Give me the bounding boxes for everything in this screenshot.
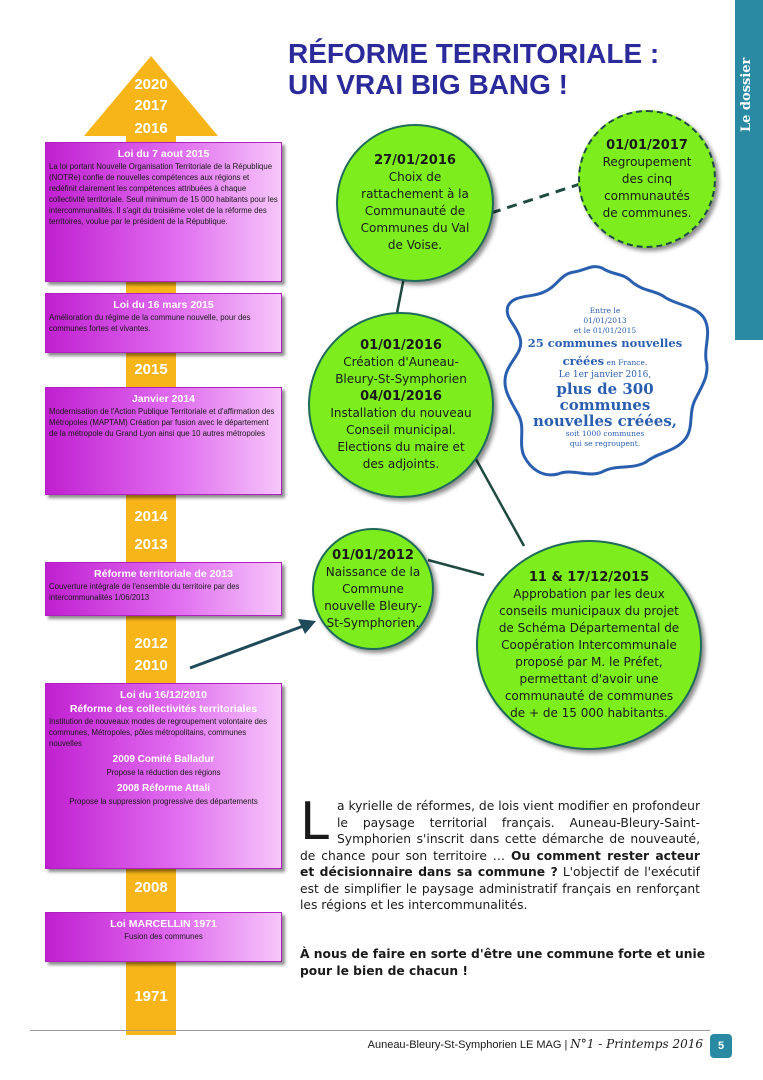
timeline-box-body: La loi portant Nouvelle Organisation Ter… [49, 162, 278, 226]
timeline-year: 2013 [134, 536, 168, 553]
timeline-box-body: Fusion des communes [124, 932, 203, 941]
timeline-year: 2014 [134, 508, 168, 525]
map-text-line: créées en France. [520, 350, 690, 369]
page-title-line2: UN VRAI BIG BANG ! [288, 69, 568, 100]
connector-2016-2017-dashed [490, 182, 581, 215]
bubble-text: Naissance de la Commune nouvelle Bleury-… [324, 564, 422, 630]
map-text: créées [562, 354, 605, 368]
map-text: Entre le [589, 306, 621, 315]
page-title-line1: RÉFORME TERRITORIALE : [288, 38, 660, 69]
timeline-year: 2020 [134, 76, 168, 93]
timeline-year: 2017 [134, 97, 168, 114]
timeline-box-title2: Réforme des collectivités territoriales [69, 703, 258, 715]
footer: Auneau-Bleury-St-Symphorien LE MAG|N°1 -… [368, 1037, 703, 1051]
arrow-head-2012 [298, 619, 316, 634]
footer-issue: N°1 - Printemps 2016 [570, 1037, 703, 1051]
timeline-box-body: Institution de nouveaux modes de regroup… [49, 717, 268, 748]
bubble-date: 01/01/2017 [606, 137, 688, 153]
timeline-box-title: Loi MARCELLIN 1971 [110, 918, 217, 930]
connector-2012-2015 [427, 558, 485, 577]
bubble-text: Création d'Auneau-Bleury-St-Symphorien [335, 355, 467, 386]
bubble-27-01-2016: 27/01/2016 Choix de rattachement à la Co… [336, 124, 494, 282]
timeline-year: 2008 [134, 879, 168, 896]
section-tab: Le dossier [735, 0, 763, 340]
timeline-box-title: Réforme territoriale de 2013 [94, 568, 233, 580]
footer-separator: | [564, 1039, 568, 1051]
timeline-box-title: Loi du 16 mars 2015 [113, 299, 214, 311]
footer-magazine: Auneau-Bleury-St-Symphorien LE MAG [367, 1039, 562, 1051]
timeline-box-loi-2015-mars: Loi du 16 mars 2015 Amélioration du régi… [45, 293, 282, 353]
section-tab-label: Le dossier [739, 57, 754, 133]
map-statistics: Entre le 01/01/2013 et le 01/01/2015 25 … [520, 306, 690, 449]
map-text: 25 communes nouvelles [527, 336, 683, 350]
bubble-11-17-12-2015: 11 & 17/12/2015 Approbation par les deux… [476, 540, 702, 750]
timeline-box-sub-attali: 2008 Réforme Attali [117, 783, 210, 794]
timeline-box-loi-2015-aout: Loi du 7 aout 2015 La loi portant Nouvel… [45, 142, 282, 282]
map-text: Le 1er janvier 2016, [558, 370, 652, 380]
map-text: soit 1000 communes [565, 429, 645, 438]
timeline-arrowhead [84, 56, 218, 136]
map-text: plus de 300 [556, 380, 654, 398]
map-text: 01/01/2013 [583, 316, 627, 325]
bubble-01-01-2016: 01/01/2016 Création d'Auneau-Bleury-St-S… [308, 312, 494, 498]
arrow-shaft-2012 [189, 623, 307, 670]
timeline-box-body: Couverture intégrale de l'ensemble du te… [49, 582, 240, 602]
timeline-box-title: Loi du 16/12/2010 [120, 689, 207, 701]
article-paragraph: L'objectif de l'exécutif est de simplifi… [300, 865, 700, 912]
map-text: et le 01/01/2015 [573, 326, 637, 335]
timeline-box-sub-balladur: 2009 Comité Balladur [112, 754, 215, 765]
timeline-year: 2015 [134, 361, 168, 378]
timeline-year: 2010 [134, 657, 168, 674]
bubble-text: Approbation par les deux conseils munici… [498, 586, 680, 720]
article-paragraph: a kyrielle de réformes, de lois vient mo… [300, 799, 700, 863]
timeline-year: 2016 [134, 120, 168, 137]
bubble-date: 27/01/2016 [374, 153, 456, 168]
page-number: 5 [710, 1034, 732, 1058]
article-body: L a kyrielle de réformes, de lois vient … [300, 792, 700, 914]
map-text: qui se regroupent. [569, 439, 641, 448]
bubble-text: Installation du nouveau Conseil municipa… [330, 406, 472, 471]
map-text: en France. [604, 358, 648, 367]
article-highlight: Ou comment rester acteur et décisionnair… [300, 848, 700, 880]
bubble-01-01-2017: 01/01/2017 Regroupement des cinq communa… [578, 110, 716, 248]
timeline-box-sub-body: Propose la réduction des régions [106, 768, 221, 777]
page-title: RÉFORME TERRITORIALE : UN VRAI BIG BANG … [288, 38, 688, 100]
bubble-01-01-2012: 01/01/2012 Naissance de la Commune nouve… [312, 528, 434, 650]
article-dropcap: L [300, 792, 329, 852]
map-text: communes [559, 396, 651, 414]
bubble-date: 01/01/2016 [360, 338, 442, 353]
france-map-icon [503, 265, 710, 477]
bubble-date: 11 & 17/12/2015 [528, 569, 650, 585]
bubble-text: Choix de rattachement à la Communauté de… [360, 170, 470, 252]
timeline-year: 1971 [134, 988, 168, 1005]
timeline-box-body: Amélioration du régime de la commune nou… [49, 313, 251, 333]
timeline-box-title: Loi du 7 aout 2015 [117, 148, 210, 160]
article-conclusion: À nous de faire en sorte d'être une comm… [300, 947, 706, 978]
timeline-box-reforme-2013: Réforme territoriale de 2013 Couverture … [45, 562, 282, 616]
timeline-box-title: Janvier 2014 [131, 393, 196, 405]
bubble-date: 01/01/2012 [332, 547, 414, 563]
bubble-date: 04/01/2016 [360, 389, 442, 404]
timeline-box-marcellin-1971: Loi MARCELLIN 1971 Fusion des communes [45, 912, 282, 962]
footer-divider [30, 1030, 710, 1031]
timeline-year: 2012 [134, 635, 168, 652]
timeline-box-sub-body: Propose la suppression progressive des d… [69, 797, 258, 806]
map-text: nouvelles créées, [532, 412, 678, 430]
timeline-box-body: Modernisation de l'Action Publique Terri… [49, 407, 275, 438]
bubble-text: Regroupement des cinq communautés de com… [602, 154, 692, 220]
timeline-box-loi-2010: Loi du 16/12/2010 Réforme des collectivi… [45, 683, 282, 869]
timeline-box-janvier-2014: Janvier 2014 Modernisation de l'Action P… [45, 387, 282, 495]
